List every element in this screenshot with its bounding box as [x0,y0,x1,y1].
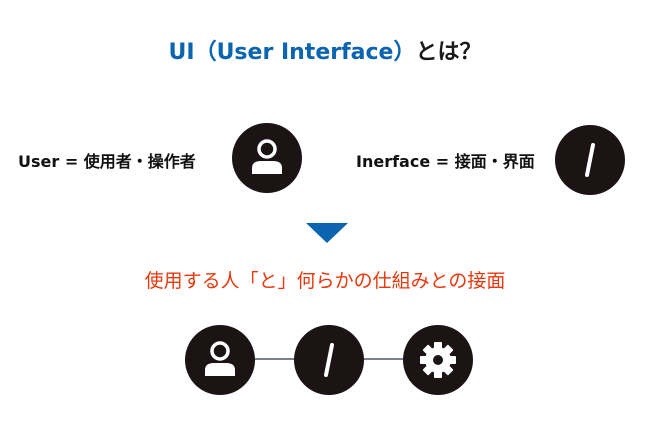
person-icon [232,123,302,193]
flow-gear-icon [403,325,473,395]
title-rest: とは？ [415,40,482,65]
user-definition-label: User = 使用者・操作者 [18,152,196,171]
interface-definition-label: Inerface = 接面・界面 [356,152,535,171]
connector-line [358,358,410,360]
flow-slash-icon [294,325,364,395]
tagline: 使用する人「と」何らかの仕組みとの接面 [144,270,506,292]
page-title: UI（User Interface）とは？ [0,34,650,66]
slash-icon [555,125,625,195]
connector-line [250,358,300,360]
title-highlight: UI（User Interface） [168,40,416,65]
down-arrow-icon [306,223,348,243]
flow-person-icon [185,325,255,395]
